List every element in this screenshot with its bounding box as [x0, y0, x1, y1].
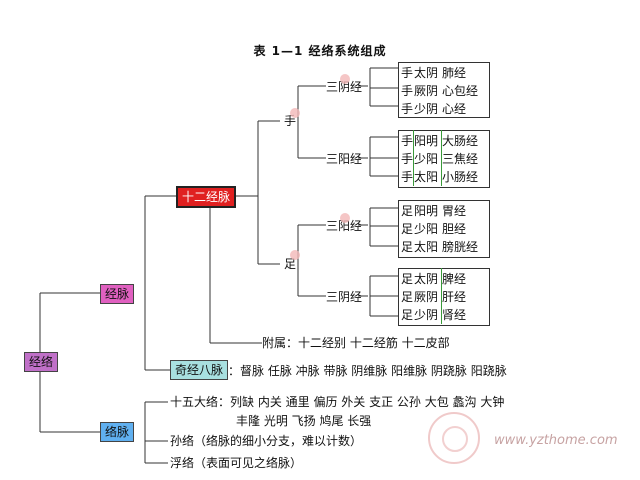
seal-mark [290, 250, 300, 260]
watermark-text: www.yzthome.com [494, 433, 618, 448]
shou-yin-row-0-col-0: 手 [401, 66, 414, 80]
node-jingmai: 经脉 [100, 284, 135, 304]
diagram-title: 表 1—1 经络系统组成 [253, 44, 387, 58]
zu-yin-row-2-col-0: 足 [401, 308, 414, 322]
shou-yin-row-0-col-1: 太阴 [414, 66, 439, 80]
table-zu-sanyang [398, 200, 490, 258]
node-qijing-bamai: 奇经八脉 [170, 360, 229, 380]
zu-yang-row-0-col-0: 足 [401, 204, 414, 218]
zu-yin-row-1-col-2: 肝经 [442, 290, 467, 304]
zu-yang-row-0-col-2: 胃经 [442, 204, 467, 218]
shou-yin-row-2-col-2: 心经 [442, 102, 467, 116]
zu-yang-row-2-col-2: 膀胱经 [442, 240, 479, 254]
shou-yang-row-1-col-1: 少阳 [414, 152, 439, 166]
zu-yin-row-0-col-1: 太阴 [414, 272, 439, 286]
zu-yin-row-0-col-0: 足 [401, 272, 414, 286]
seal-mark [340, 213, 350, 223]
zu-yin-row-2-col-2: 肾经 [442, 308, 467, 322]
zu-yin-row-1-col-0: 足 [401, 290, 414, 304]
sunluo-line: 孙络（络脉的细小分支，难以计数） [170, 434, 363, 448]
table-zu-sanyin [398, 268, 490, 326]
shou-yang-row-0-col-0: 手 [401, 134, 414, 148]
zu-yang-row-2-col-0: 足 [401, 240, 414, 254]
zu-yang-row-1-col-0: 足 [401, 222, 414, 236]
node-zu: 足 [284, 257, 297, 271]
node-luomai: 络脉 [100, 422, 135, 442]
node-zu-sanyin: 三阴经 [326, 290, 363, 304]
node-shou-sanyang: 三阳经 [326, 152, 363, 166]
shou-yang-row-0-col-1: 阳明 [414, 134, 439, 148]
shiwu-daluo-line1: 十五大络：列缺 内关 通里 偏历 外关 支正 公孙 大包 蠡沟 大钟 [170, 395, 505, 409]
shou-yin-row-2-col-0: 手 [401, 102, 414, 116]
green-divider [441, 268, 442, 324]
watermark-logo [428, 412, 480, 464]
node-shier-jingmai: 十二经脉 [176, 186, 237, 208]
shou-yin-row-1-col-2: 心包经 [442, 84, 479, 98]
shou-yang-row-2-col-0: 手 [401, 170, 414, 184]
fushu-line: 附属：十二经别 十二经筋 十二皮部 [262, 336, 450, 350]
zu-yin-row-0-col-2: 脾经 [442, 272, 467, 286]
shou-yin-row-0-col-2: 肺经 [442, 66, 467, 80]
node-zu-sanyang: 三阳经 [326, 219, 363, 233]
green-divider [441, 130, 442, 186]
seal-mark [340, 74, 350, 84]
shou-yin-row-1-col-0: 手 [401, 84, 414, 98]
zu-yang-row-2-col-1: 太阳 [414, 240, 439, 254]
shou-yin-row-1-col-1: 厥阴 [414, 84, 439, 98]
seal-mark [290, 108, 300, 118]
node-jingluo: 经络 [24, 352, 59, 372]
zu-yang-row-1-col-2: 胆经 [442, 222, 467, 236]
zu-yang-row-1-col-1: 少阳 [414, 222, 439, 236]
shou-yang-row-2-col-1: 太阳 [414, 170, 439, 184]
table-shou-sanyin [398, 62, 490, 118]
shou-yang-row-0-col-2: 大肠经 [442, 134, 479, 148]
zu-yin-row-2-col-1: 少阴 [414, 308, 439, 322]
fuluo-line: 浮络（表面可见之络脉） [170, 456, 303, 470]
qijing-items: ：督脉 任脉 冲脉 带脉 阴维脉 阳维脉 阴跷脉 阳跷脉 [228, 364, 507, 378]
green-divider [413, 130, 414, 186]
shou-yang-row-1-col-0: 手 [401, 152, 414, 166]
zu-yang-row-0-col-1: 阳明 [414, 204, 439, 218]
shiwu-daluo-line2: 丰隆 光明 飞扬 鸠尾 长强 [236, 414, 372, 428]
table-shou-sanyang [398, 130, 490, 188]
shou-yang-row-2-col-2: 小肠经 [442, 170, 479, 184]
shou-yang-row-1-col-2: 三焦经 [442, 152, 479, 166]
node-shou-sanyin: 三阴经 [326, 80, 363, 94]
shou-yin-row-2-col-1: 少阴 [414, 102, 439, 116]
zu-yin-row-1-col-1: 厥阴 [414, 290, 439, 304]
